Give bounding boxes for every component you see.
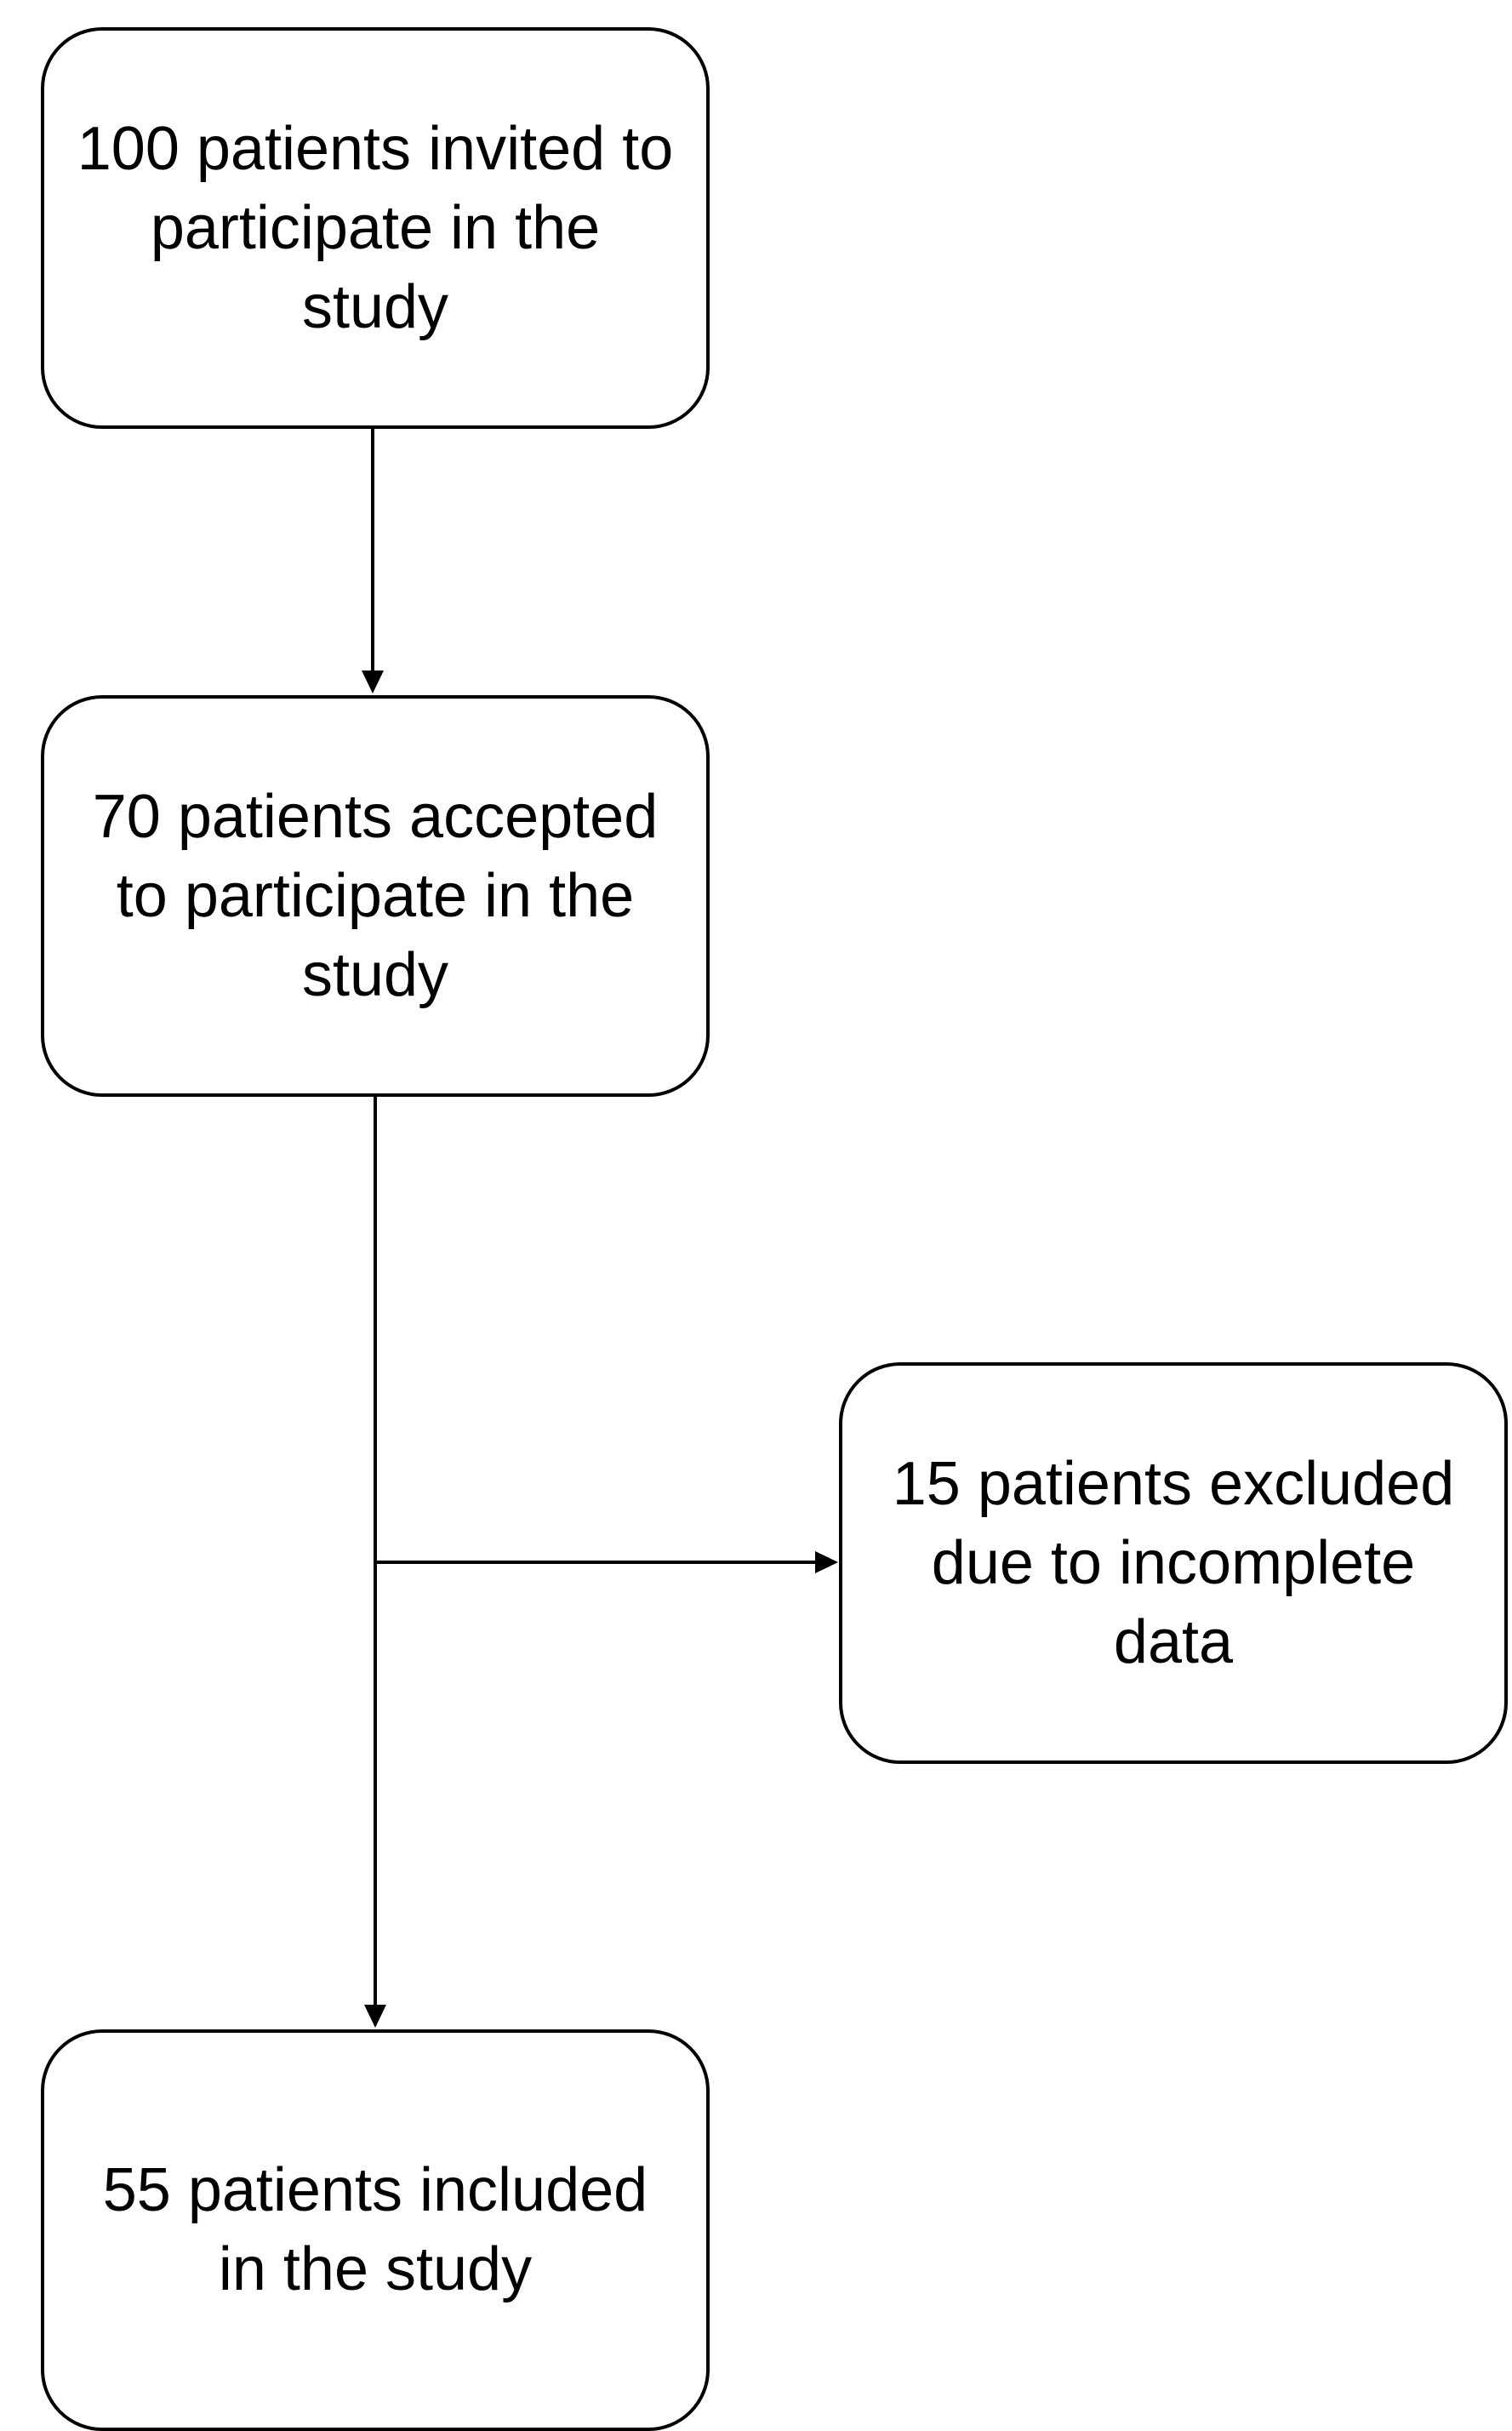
edge-accepted-to-excluded (375, 1551, 838, 1573)
node-label: 70 patients accepted to participate in t… (92, 782, 659, 1009)
node-patients-included: 55 patients included in the study (41, 2029, 710, 2431)
node-label: 15 patients excluded due to incomplete d… (892, 1449, 1455, 1676)
arrowhead-icon (815, 1551, 838, 1573)
edge-invited-to-accepted (362, 429, 384, 693)
node-patients-excluded: 15 patients excluded due to incomplete d… (839, 1362, 1508, 1764)
arrowhead-icon (362, 671, 384, 693)
edge-accepted-to-included (364, 1097, 386, 2028)
node-patients-invited: 100 patients invited to participate in t… (41, 27, 710, 429)
node-patients-accepted: 70 patients accepted to participate in t… (41, 695, 710, 1097)
arrowhead-icon (364, 2005, 386, 2028)
node-label: 100 patients invited to participate in t… (77, 114, 674, 341)
node-label: 55 patients included in the study (102, 2156, 648, 2303)
